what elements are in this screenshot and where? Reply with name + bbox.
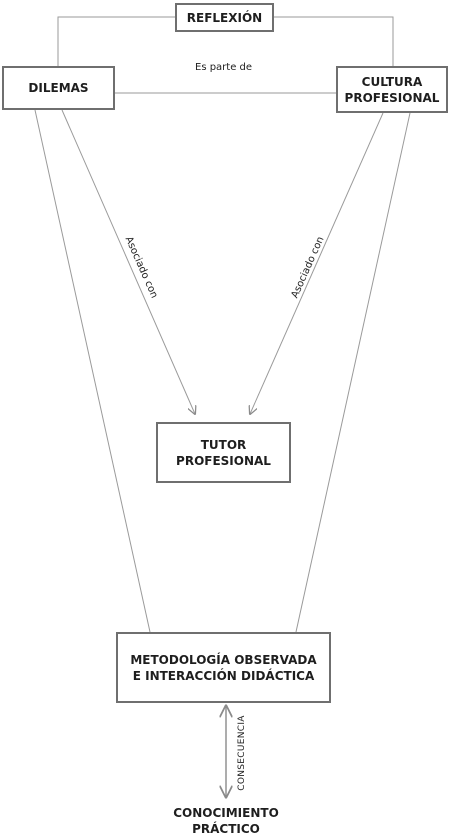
conocimiento-practico-node: CONOCIMIENTO PRÁCTICO (150, 805, 302, 837)
consecuencia-label: CONSECUENCIA (236, 715, 247, 791)
tutor-label-line1: TUTOR (200, 437, 247, 452)
metodologia-label-line1: METODOLOGÍA OBSERVADA (130, 652, 317, 667)
cultura-to-metodologia-line (295, 112, 411, 633)
conocimiento-label-line1: CONOCIMIENTO (173, 806, 279, 820)
cultura-to-tutor-arrow (250, 112, 384, 414)
reflexion-box: REFLEXIÓN (175, 3, 274, 32)
metodologia-label-line2: E INTERACCIÓN DIDÁCTICA (132, 668, 315, 683)
dilemas-label: DILEMAS (28, 81, 89, 95)
cultura-label-line2: PROFESIONAL (344, 90, 440, 105)
conocimiento-label-line2: PRÁCTICO (192, 822, 260, 836)
es-parte-de-label: Es parte de (195, 62, 253, 73)
tutor-label-line2: PROFESIONAL (176, 453, 271, 468)
reflexion-label: REFLEXIÓN (186, 10, 263, 25)
cultura-profesional-box: CULTURA PROFESIONAL (336, 66, 448, 113)
dilemas-to-metodologia-line (34, 109, 151, 633)
tutor-profesional-box: TUTOR PROFESIONAL (156, 422, 291, 483)
reflexion-to-cultura-connector (274, 16, 394, 66)
dilemas-box: DILEMAS (2, 66, 115, 110)
cultura-label-line1: CULTURA (361, 74, 423, 89)
metodologia-box: METODOLOGÍA OBSERVADA E INTERACCIÓN DIDÁ… (116, 632, 331, 703)
reflexion-to-dilemas-connector (57, 16, 175, 66)
dilemas-to-tutor-arrow (61, 109, 195, 414)
